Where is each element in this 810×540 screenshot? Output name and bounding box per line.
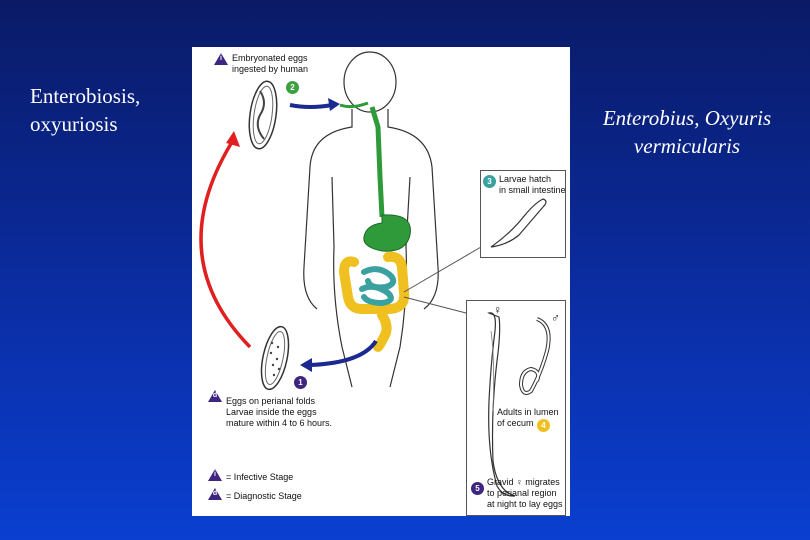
female-symbol: ♀: [493, 303, 502, 317]
larvae-box: 3 Larvae hatch in small intestine: [480, 170, 566, 258]
adult-worms-drawing: [487, 312, 551, 497]
stage-3-badge: 3: [483, 175, 496, 188]
stage-2-label: Embryonated eggs ingested by human: [232, 53, 309, 74]
title-left-line-2: oxyuriosis: [30, 112, 118, 136]
legend-diagnostic-marker: d: [208, 488, 222, 500]
large-intestine: [338, 251, 410, 352]
infective-marker-stage-2: i: [214, 53, 228, 65]
digestive-upper: [339, 101, 411, 252]
larva-drawing: [490, 198, 547, 248]
title-right-line-2: vermicularis: [633, 134, 741, 158]
lifecycle-diagram-svg: [199, 51, 482, 391]
cycle-arrow-red: [199, 141, 252, 349]
slide-title-left: Enterobiosis, oxyuriosis: [30, 82, 180, 138]
ingestion-arrow-blue: [289, 103, 333, 109]
stage-5-badge: 5: [471, 482, 484, 495]
connector-larvae: [403, 246, 482, 293]
title-left-line-1: Enterobiosis,: [30, 84, 141, 108]
stage-4-badge: 4: [537, 419, 550, 432]
ingestion-arrow-head: [328, 98, 340, 111]
cycle-arrow-red-head: [226, 131, 240, 147]
diagnostic-marker-stage-1: d: [208, 390, 222, 402]
small-intestine: [359, 266, 397, 307]
legend-diagnostic-label: = Diagnostic Stage: [226, 491, 302, 501]
stage-3-label: Larvae hatch in small intestine: [499, 174, 566, 195]
stage-4-label: Adults in lumen of cecum: [497, 407, 559, 428]
human-silhouette: [303, 51, 439, 388]
legend-infective-label: = Infective Stage: [226, 472, 294, 482]
stage-1-badge: 1: [294, 376, 307, 389]
migration-arrow-blue: [309, 339, 378, 367]
connector-adults: [403, 296, 467, 314]
embryonated-egg: [248, 80, 278, 150]
lifecycle-diagram-panel: i Embryonated eggs ingested by human 2 3…: [192, 47, 570, 516]
stage-5-label: Gravid ♀ migrates to perianal region at …: [487, 477, 563, 509]
title-right-line-1: Enterobius, Oxyuris: [602, 106, 772, 130]
perianal-egg: [260, 325, 290, 391]
slide-title-right: Enterobius, Oxyuris vermicularis: [582, 104, 792, 160]
male-symbol: ♂: [551, 311, 560, 325]
migration-arrow-head: [300, 358, 312, 372]
adults-box: ♀ ♂ Adults in lumen of cecum 4 5 Gravid …: [466, 300, 566, 516]
legend-infective-marker: i: [208, 469, 222, 481]
stage-1-label: Eggs on perianal folds Larvae inside the…: [226, 396, 333, 428]
stage-2-badge: 2: [286, 81, 299, 94]
